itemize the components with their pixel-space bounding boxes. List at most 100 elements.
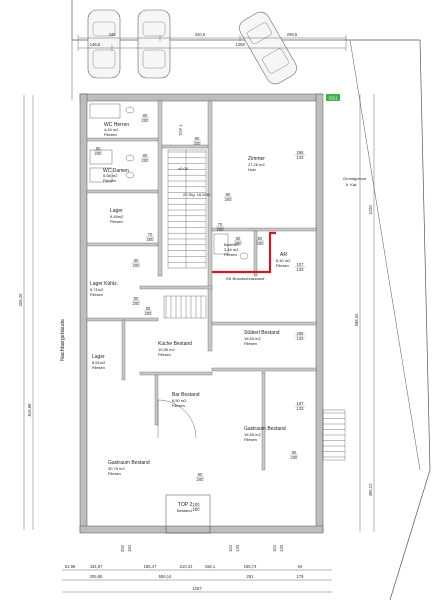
fire-wall-label: GK Brandschutzwand [226,276,265,281]
opening-width: 80 [143,153,148,158]
dim-text: 340,5 [195,32,206,37]
window-dim: 160 [127,544,132,552]
dim-text: 146,6 [90,42,101,47]
stairs-label: 20 Stg. 16,5/30 [183,192,211,197]
dim-text: 205,86 [90,574,103,579]
opening-width: 80 [134,258,139,263]
plot-diagonal [349,39,421,471]
window-width: 107 [297,401,305,406]
room-name: Lager [110,208,123,214]
marker-text: OG1 [329,96,339,101]
window-width: 206 [297,331,305,336]
opening-width: 80 [96,146,101,151]
opening-width: 70 [218,222,223,227]
room-floor: Fliesen [90,292,103,297]
room-labels: WC Herren 4,44 m2 Fliesen WC Damen 5,58 … [90,122,291,476]
plot-note: Grundgrenze [343,176,367,181]
opening-width: 80 [143,113,148,118]
dim-text: 179 [297,574,305,579]
opening-height: 200 [142,158,150,163]
room-name: Lager [92,354,105,360]
room-area: 8,51m2 [92,360,106,365]
room-name: WC Damen [103,168,129,174]
lower-staircase [163,295,207,319]
room-name: Stüberl Bestand [244,330,280,336]
room-floor: Fliesen [276,263,289,268]
outer-walls [79,93,324,534]
opening-width: 80 [146,306,151,311]
dim-text: 1020 [368,205,373,215]
window-dim: 154 [272,544,277,552]
dim-text: 1308 [235,42,245,47]
opening-height: 200 [235,241,243,246]
room-area: 4,44 m2 [104,127,119,132]
opening-height: 200 [225,197,233,202]
fire-wall [212,231,276,274]
room-floor: Holz [248,167,256,172]
room-floor: Fliesen [103,178,116,183]
side-building-label: Nachbargebäude [60,319,66,361]
marker-badge [326,94,340,101]
room-name: Gastraum Bestand [244,426,286,432]
dim-text: 186,47 [144,564,157,569]
opening-width: 80 [236,236,241,241]
room-area: 5,40 m2 [276,258,291,263]
opening-height: 200 [217,227,225,232]
opening-height: 200 [147,237,155,242]
window-height: 133 [297,155,305,160]
dim-text: 195,74 [244,564,257,569]
room-area: 15,65 m2 [244,336,261,341]
opening-width: 90 [292,450,297,455]
room-name: Lager Kühlz. [90,281,118,287]
window-dim: 200 [120,544,125,552]
opening-width: 80 [258,236,263,241]
bath-fixtures [213,233,249,260]
room-area: 27,26 m2 [248,162,265,167]
wc-fixtures [89,103,135,183]
door-swing [157,399,197,439]
top2-box [165,494,211,534]
total-dim: 1287 [192,586,202,591]
room-floor: Fliesen [158,352,171,357]
plot-note: lt. Kat. [346,182,357,187]
opening-width: 90 [226,192,231,197]
dim-text: 395,12 [368,483,373,496]
room-area: 6,50 m2 [172,398,187,403]
room-area: 30,76 m2 [108,466,125,471]
room-floor: Fliesen [244,341,257,346]
room-floor: Fliesen [172,403,185,408]
room-floor: Fliesen [92,365,105,370]
opening-labels: 8020080200802008020080200802009020090200… [94,113,298,512]
plot-boundary [71,0,431,600]
opening-width: 100 [193,502,201,507]
room-name: Gastraum Bestand [108,460,150,466]
room-area: 5,58 m2 [103,173,118,178]
room-name: Bad/WC [224,242,239,247]
opening-height: 200 [193,507,201,512]
room-floor: Fliesen [224,252,237,257]
opening-height: 200 [142,118,150,123]
opening-height: 200 [95,151,103,156]
interior-walls [86,100,317,471]
room-name: Zimmer [248,156,265,162]
opening-width: 90 [198,472,203,477]
window-dim: 133 [279,544,284,552]
room-area: 9,45m2 [110,214,124,219]
dim-text: 348 [109,32,117,37]
room-name: WC Herren [104,122,129,128]
window-dim: 154 [228,544,233,552]
opening-width: 90 [195,136,200,141]
room-area: 3,44 m2 [224,247,239,252]
opening-height: 200 [197,477,205,482]
opening-height: 200 [145,311,153,316]
opening-height: 200 [133,263,141,268]
room-name: Bar Bestand [172,392,200,398]
window-height: 133 [297,336,305,341]
staircase-steps [168,151,206,263]
room-area: 6,71m2 [90,287,104,292]
window-height: 133 [297,406,305,411]
top2-label: TOP 2 [178,502,192,508]
room-floor: Fliesen [244,437,257,442]
